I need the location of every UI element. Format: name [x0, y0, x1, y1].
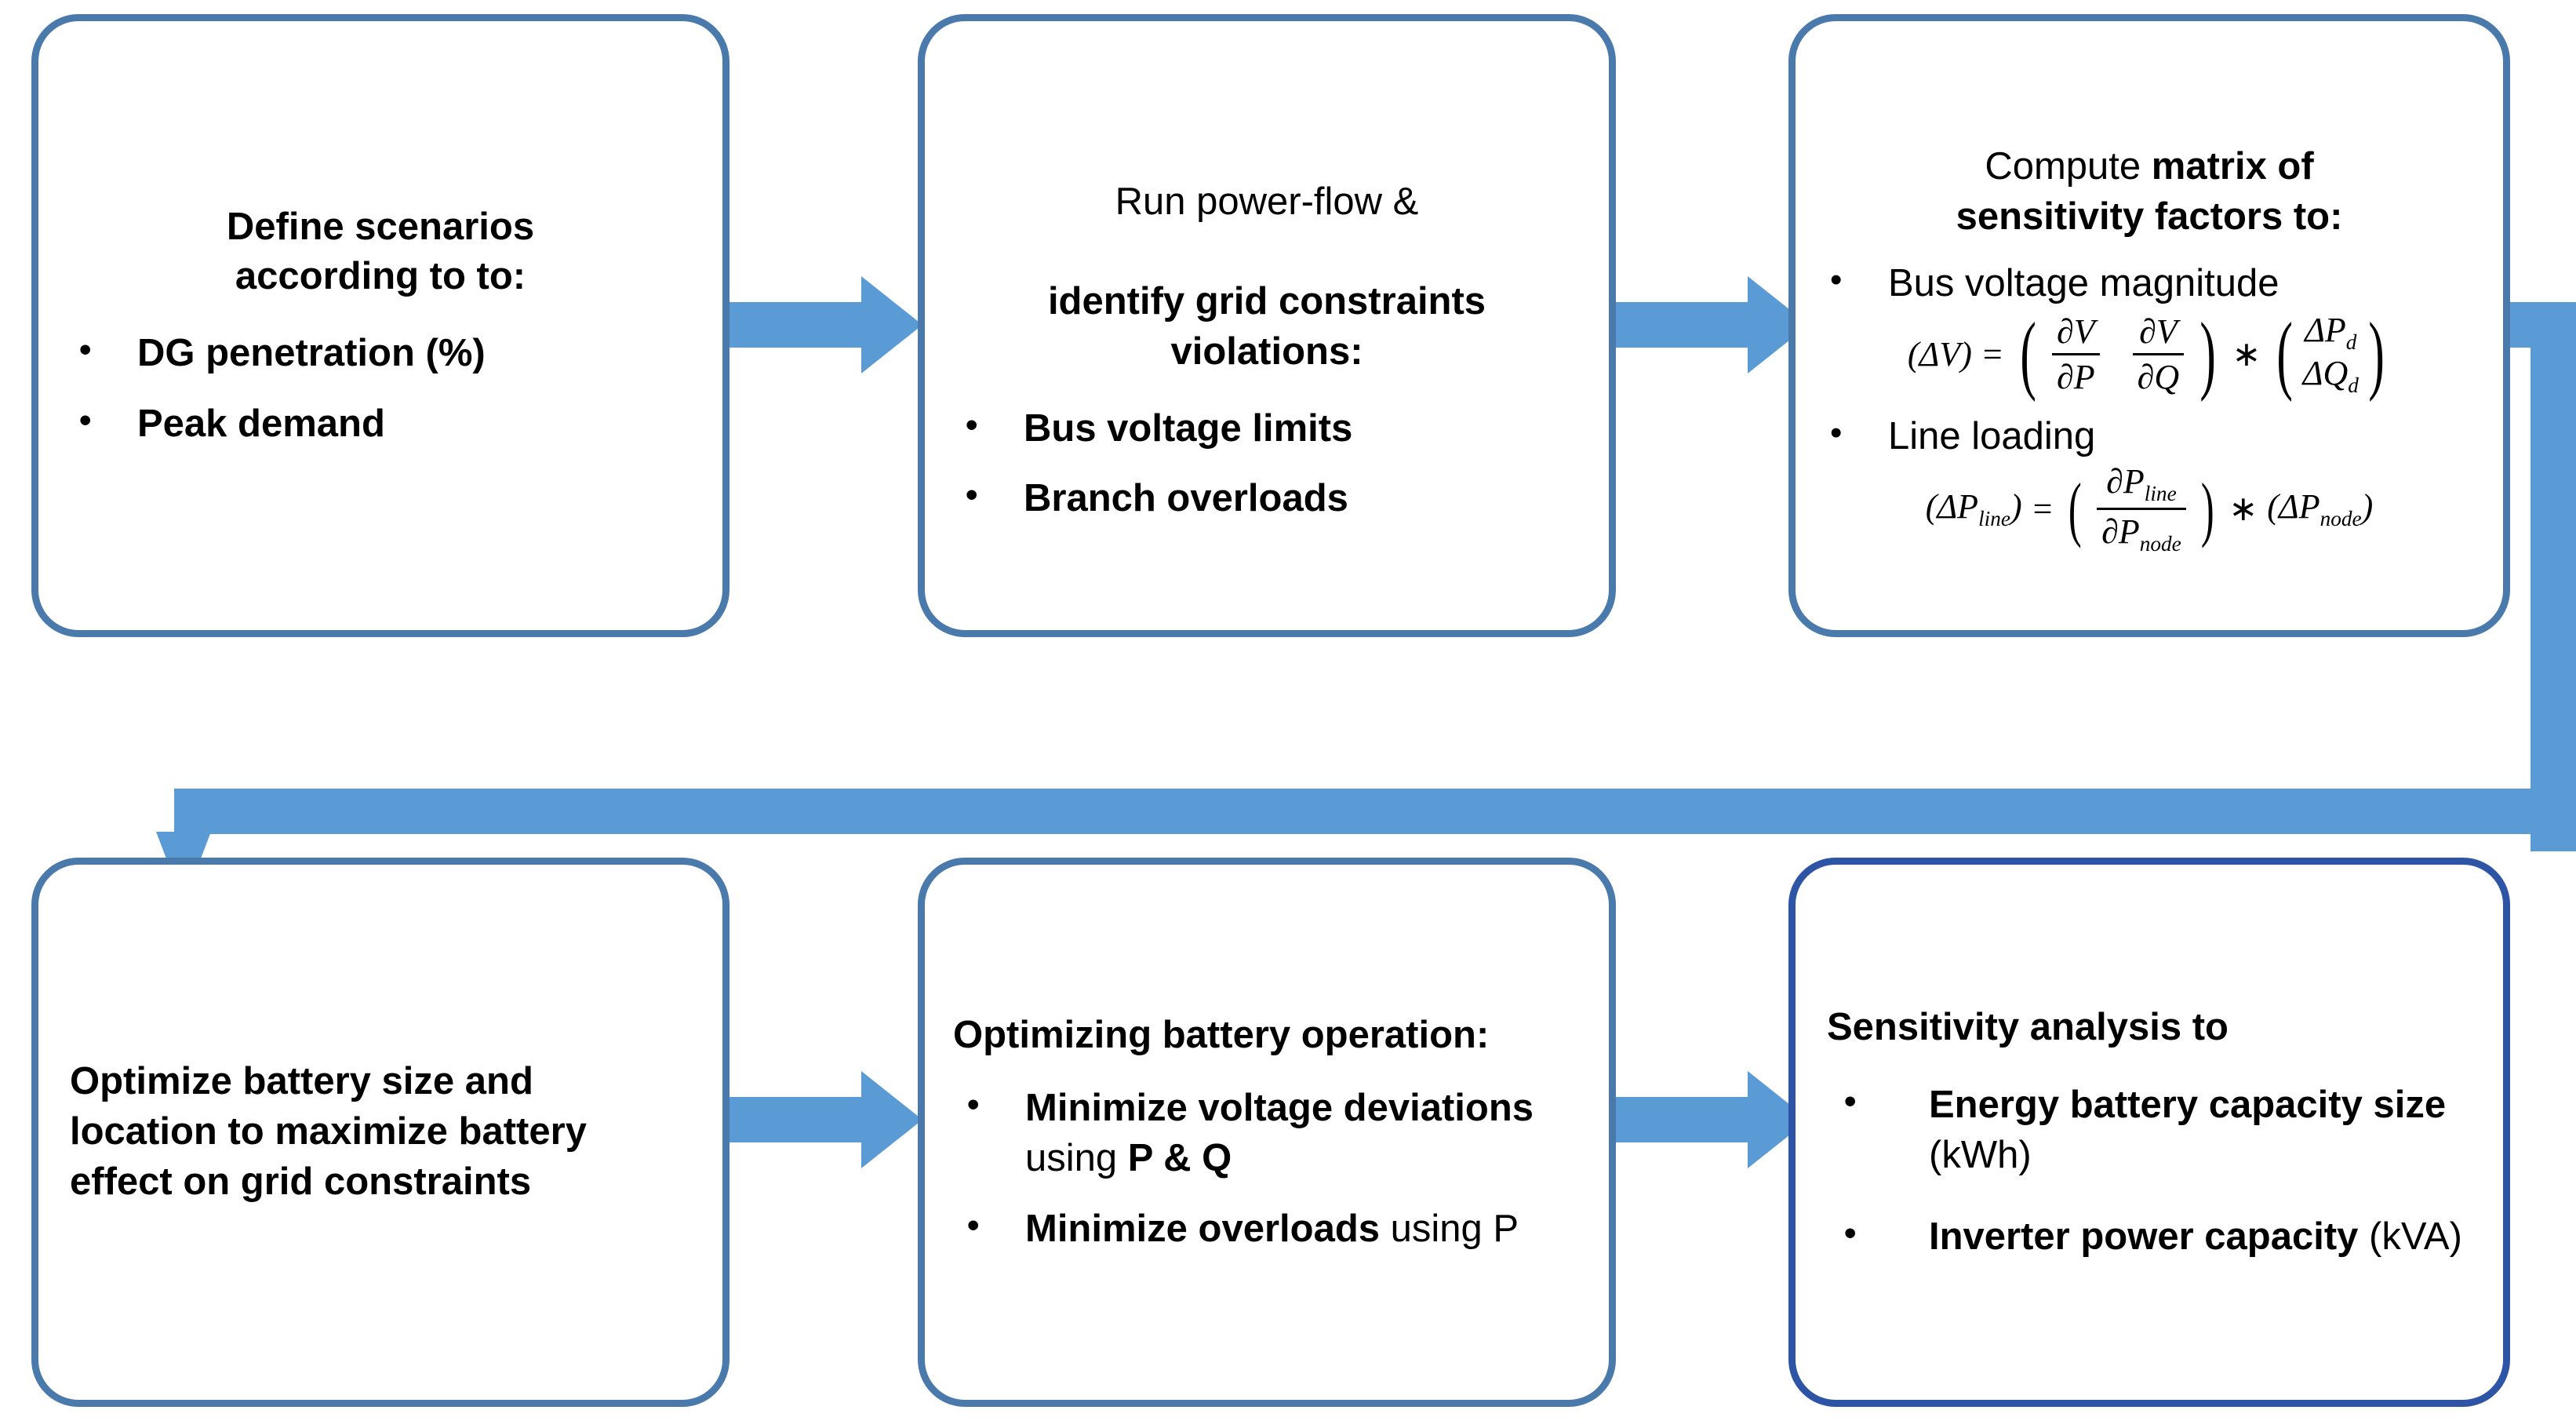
node-title: Optimizing battery operation:: [953, 1013, 1490, 1056]
connector-segment-left: [174, 789, 2576, 834]
node-sensitivity-analysis[interactable]: Sensitivity analysis to Energy battery c…: [1788, 858, 2510, 1407]
node-title-bold: identify grid constraints violations:: [1047, 280, 1486, 373]
list-item-regular: (kVA): [2358, 1215, 2462, 1258]
list-item-bold: Minimize voltage deviations: [1025, 1087, 1534, 1130]
list-item-bold: Inverter power capacity: [1929, 1215, 2359, 1258]
list-item: Bus voltage magnitude: [1816, 257, 2483, 309]
list-item-bold: Minimize overloads: [1025, 1207, 1381, 1250]
bullet-list: Energy battery capacity size (kWh) Inver…: [1827, 1060, 2472, 1262]
list-item-bold-2: P & Q: [1127, 1137, 1232, 1179]
arrow-shaft: [730, 1097, 863, 1142]
list-item: Peak demand: [65, 398, 696, 450]
node-define-scenarios[interactable]: Define scenarios according to to: DG pen…: [31, 14, 730, 637]
formula-line-loading-sensitivity: (ΔPline) = ( ∂Pline ∂Pnode ) ∗ (ΔPnode): [1925, 462, 2374, 556]
bullet-list-2: Line loading: [1816, 403, 2483, 462]
node-title-regular: Run power-flow &: [1115, 180, 1419, 223]
list-item: Minimize voltage deviations using P & Q: [953, 1082, 1581, 1183]
list-item-regular: (kWh): [1929, 1134, 2032, 1176]
list-item-bold: Energy battery capacity size: [1929, 1084, 2447, 1127]
node-compute-sensitivity[interactable]: Compute matrix of sensitivity factors to…: [1788, 14, 2510, 637]
node-title: Run power-flow & identify grid constrain…: [951, 127, 1582, 377]
list-item-regular: using P: [1380, 1207, 1519, 1250]
list-item: Line loading: [1816, 410, 2483, 462]
list-item: Inverter power capacity (kVA): [1827, 1211, 2472, 1263]
bullet-list: Bus voltage limits Branch overloads: [951, 384, 1582, 524]
bullet-list: Minimize voltage deviations using P & Q …: [953, 1063, 1581, 1254]
list-item: Minimize overloads using P: [953, 1203, 1581, 1255]
arrow-head-icon: [861, 1071, 922, 1168]
list-item: Energy battery capacity size (kWh): [1827, 1079, 2472, 1180]
arrow-shaft: [1616, 1097, 1749, 1142]
node-optimize-battery-operation[interactable]: Optimizing battery operation: Minimize v…: [918, 858, 1616, 1407]
bullet-list: Bus voltage magnitude: [1816, 248, 2483, 309]
formula-voltage-sensitivity: (ΔV) = ( ∂V ∂P ∂V ∂Q ) ∗ ( ΔPd ΔQd ): [1907, 304, 2385, 403]
arrow-shaft: [730, 302, 863, 348]
arrow-shaft: [1616, 302, 1749, 348]
bullet-list: DG penetration (%) Peak demand: [65, 308, 696, 449]
node-run-power-flow[interactable]: Run power-flow & identify grid constrain…: [918, 14, 1616, 637]
node-title: Define scenarios according to to:: [226, 205, 535, 298]
node-optimize-battery-size[interactable]: Optimize battery size and location to ma…: [31, 858, 730, 1407]
arrow-head-icon: [861, 276, 922, 373]
node-title: Compute matrix of sensitivity factors to…: [1816, 92, 2483, 242]
list-item: DG penetration (%): [65, 327, 696, 379]
list-item-regular: using: [1025, 1137, 1128, 1179]
node-title-bold: matrix of sensitivity factors to:: [1956, 144, 2343, 238]
node-title: Optimize battery size and location to ma…: [70, 1060, 587, 1203]
connector-segment-down: [2531, 302, 2576, 851]
node-title-regular: Compute: [1985, 144, 2152, 188]
node-title: Sensitivity analysis to: [1827, 1005, 2229, 1048]
list-item: Bus voltage limits: [951, 403, 1582, 454]
list-item: Branch overloads: [951, 472, 1582, 524]
